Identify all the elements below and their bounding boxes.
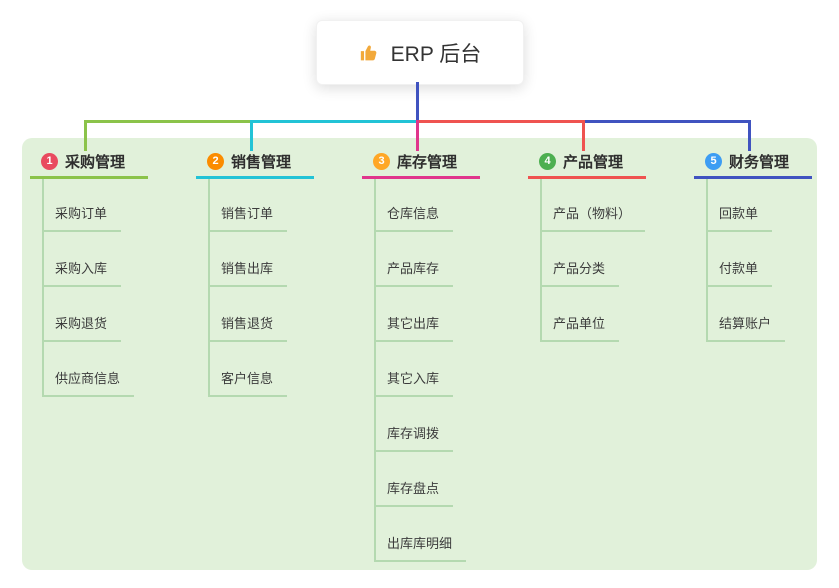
child-connector-spine xyxy=(540,179,542,342)
child-node-label: 回款单 xyxy=(706,205,773,232)
branch-node[interactable]: 5 财务管理 xyxy=(694,146,812,179)
branch-connector-drop xyxy=(582,120,585,151)
child-node-label: 销售订单 xyxy=(208,205,288,232)
branch-label: 产品管理 xyxy=(563,153,624,171)
bus-segment xyxy=(251,120,417,123)
child-node-label: 产品库存 xyxy=(374,260,454,287)
branch-number-badge: 3 xyxy=(373,152,390,170)
branch-number-badge: 4 xyxy=(539,152,556,170)
child-connector-spine xyxy=(706,179,708,342)
child-node-label: 结算账户 xyxy=(706,315,786,342)
child-node[interactable]: 采购入库 xyxy=(42,260,122,287)
branch-label: 财务管理 xyxy=(729,153,790,171)
branch-connector-drop xyxy=(250,120,253,151)
child-connector-spine xyxy=(208,179,210,397)
branch-node[interactable]: 4 产品管理 xyxy=(528,146,646,179)
child-node[interactable]: 其它入库 xyxy=(374,370,454,397)
child-node-label: 仓库信息 xyxy=(374,205,454,232)
child-node-label: 供应商信息 xyxy=(42,370,135,397)
child-node-label: 其它出库 xyxy=(374,315,454,342)
child-connector-spine xyxy=(42,179,44,397)
child-node-label: 产品分类 xyxy=(540,260,620,287)
bus-segment xyxy=(583,120,749,123)
branch-label: 销售管理 xyxy=(231,153,292,171)
child-node[interactable]: 付款单 xyxy=(706,260,773,287)
child-node[interactable]: 销售退货 xyxy=(208,315,288,342)
branch-connector-drop xyxy=(748,120,751,151)
child-node[interactable]: 销售出库 xyxy=(208,260,288,287)
branch-node[interactable]: 1 采购管理 xyxy=(30,146,148,179)
child-node-label: 其它入库 xyxy=(374,370,454,397)
child-node[interactable]: 产品单位 xyxy=(540,315,620,342)
child-node[interactable]: 其它出库 xyxy=(374,315,454,342)
branch-number-badge: 5 xyxy=(705,152,722,170)
child-node[interactable]: 客户信息 xyxy=(208,370,288,397)
child-node-label: 客户信息 xyxy=(208,370,288,397)
bus-segment xyxy=(417,120,583,123)
child-node-label: 出库库明细 xyxy=(374,535,467,562)
child-node-label: 采购入库 xyxy=(42,260,122,287)
child-node[interactable]: 供应商信息 xyxy=(42,370,135,397)
branch-connector-drop xyxy=(416,120,419,151)
child-node[interactable]: 产品分类 xyxy=(540,260,620,287)
child-connector-spine xyxy=(374,179,376,562)
child-node-label: 付款单 xyxy=(706,260,773,287)
branch-label: 库存管理 xyxy=(397,153,458,171)
child-node[interactable]: 仓库信息 xyxy=(374,205,454,232)
child-node[interactable]: 结算账户 xyxy=(706,315,786,342)
child-node[interactable]: 出库库明细 xyxy=(374,535,467,562)
child-node[interactable]: 库存调拨 xyxy=(374,425,454,452)
branches-background-panel xyxy=(22,138,817,570)
child-node[interactable]: 库存盘点 xyxy=(374,480,454,507)
branch-number-badge: 1 xyxy=(41,152,58,170)
child-node-label: 产品单位 xyxy=(540,315,620,342)
child-node[interactable]: 回款单 xyxy=(706,205,773,232)
branch-connector-drop xyxy=(84,120,87,151)
child-node[interactable]: 销售订单 xyxy=(208,205,288,232)
root-node-label: ERP 后台 xyxy=(390,42,482,66)
root-connector-stem xyxy=(416,82,419,121)
child-node[interactable]: 采购订单 xyxy=(42,205,122,232)
child-node-label: 产品（物料） xyxy=(540,205,646,232)
child-node-label: 库存盘点 xyxy=(374,480,454,507)
child-node[interactable]: 产品（物料） xyxy=(540,205,646,232)
child-node[interactable]: 产品库存 xyxy=(374,260,454,287)
thumbs-up-icon xyxy=(359,42,381,64)
child-node[interactable]: 采购退货 xyxy=(42,315,122,342)
child-node-label: 采购订单 xyxy=(42,205,122,232)
branch-node[interactable]: 3 库存管理 xyxy=(362,146,480,179)
branch-number-badge: 2 xyxy=(207,152,224,170)
child-node-label: 库存调拨 xyxy=(374,425,454,452)
child-node-label: 销售退货 xyxy=(208,315,288,342)
child-node-label: 采购退货 xyxy=(42,315,122,342)
bus-segment xyxy=(85,120,251,123)
branch-node[interactable]: 2 销售管理 xyxy=(196,146,314,179)
child-node-label: 销售出库 xyxy=(208,260,288,287)
branch-label: 采购管理 xyxy=(65,153,126,171)
root-node[interactable]: ERP 后台 xyxy=(316,20,524,85)
